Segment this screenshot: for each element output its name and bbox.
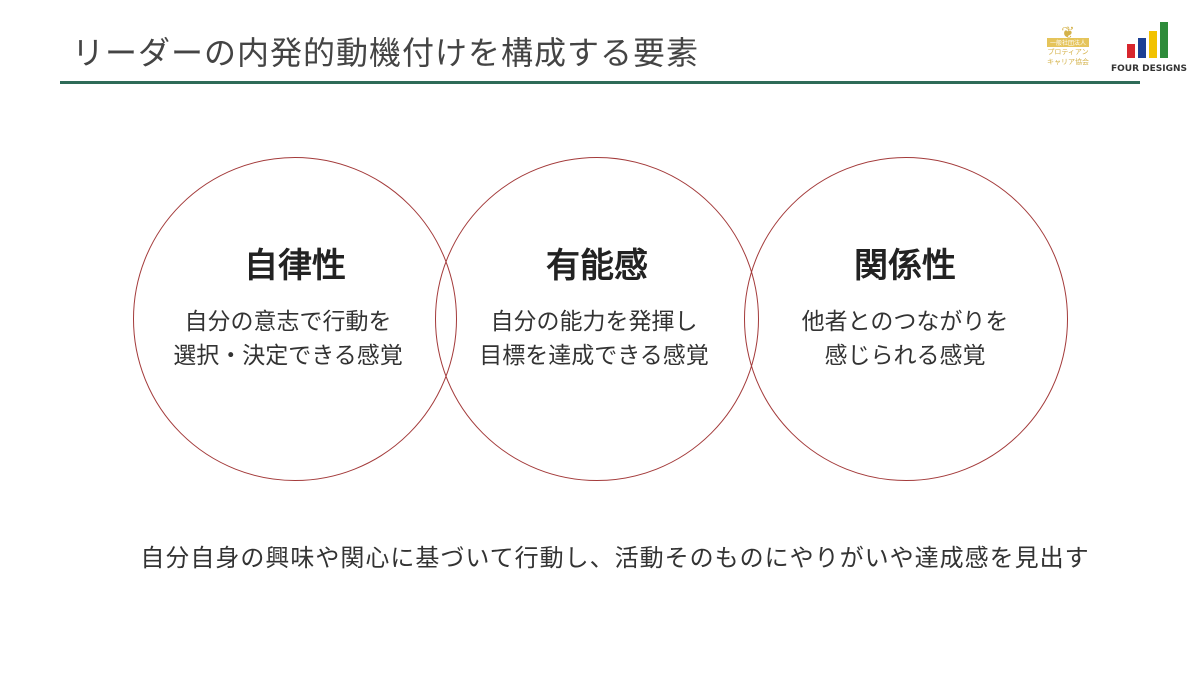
desc-line: 自分の能力を発揮し	[490, 309, 698, 335]
logo-bar-red	[1127, 44, 1135, 58]
laurel-icon: ❦	[1061, 22, 1075, 42]
summary-text: 自分自身の興味や関心に基づいて行動し、活動そのものにやりがいや達成感を見出す	[140, 544, 1090, 572]
desc-relatedness: 他者とのつながりを感じられる感覚	[745, 305, 1065, 373]
label-relatedness: 関係性	[854, 246, 956, 286]
desc-line: 他者とのつながりを	[801, 309, 1009, 335]
badge-line2: プロティアン	[1047, 47, 1089, 56]
label-competence: 有能感	[546, 246, 648, 286]
circle-relatedness	[744, 157, 1068, 481]
title-divider	[60, 81, 1140, 84]
logo-bar-yellow	[1149, 31, 1157, 58]
badge-line1: 一般社団法人	[1046, 37, 1089, 47]
label-autonomy: 自律性	[244, 246, 346, 286]
desc-autonomy: 自分の意志で行動を選択・決定できる感覚	[128, 305, 448, 373]
desc-line: 選択・決定できる感覚	[173, 343, 403, 369]
desc-line: 目標を達成できる感覚	[479, 343, 709, 369]
desc-line: 自分の意志で行動を	[184, 309, 392, 335]
badge-line3: キャリア協会	[1047, 57, 1089, 66]
logo-bar-blue	[1138, 38, 1146, 58]
slide-title: リーダーの内発的動機付けを構成する要素	[72, 34, 700, 72]
desc-competence: 自分の能力を発揮し目標を達成できる感覚	[434, 305, 754, 373]
four-designs-text: FOUR DESIGNS	[1110, 64, 1188, 74]
four-designs-logo: FOUR DESIGNS	[1108, 20, 1190, 80]
logo-bar-green	[1160, 22, 1168, 58]
protean-career-badge-logo: ❦ 一般社団法人 プロティアン キャリア協会	[1030, 14, 1106, 80]
desc-line: 感じられる感覚	[824, 343, 986, 369]
